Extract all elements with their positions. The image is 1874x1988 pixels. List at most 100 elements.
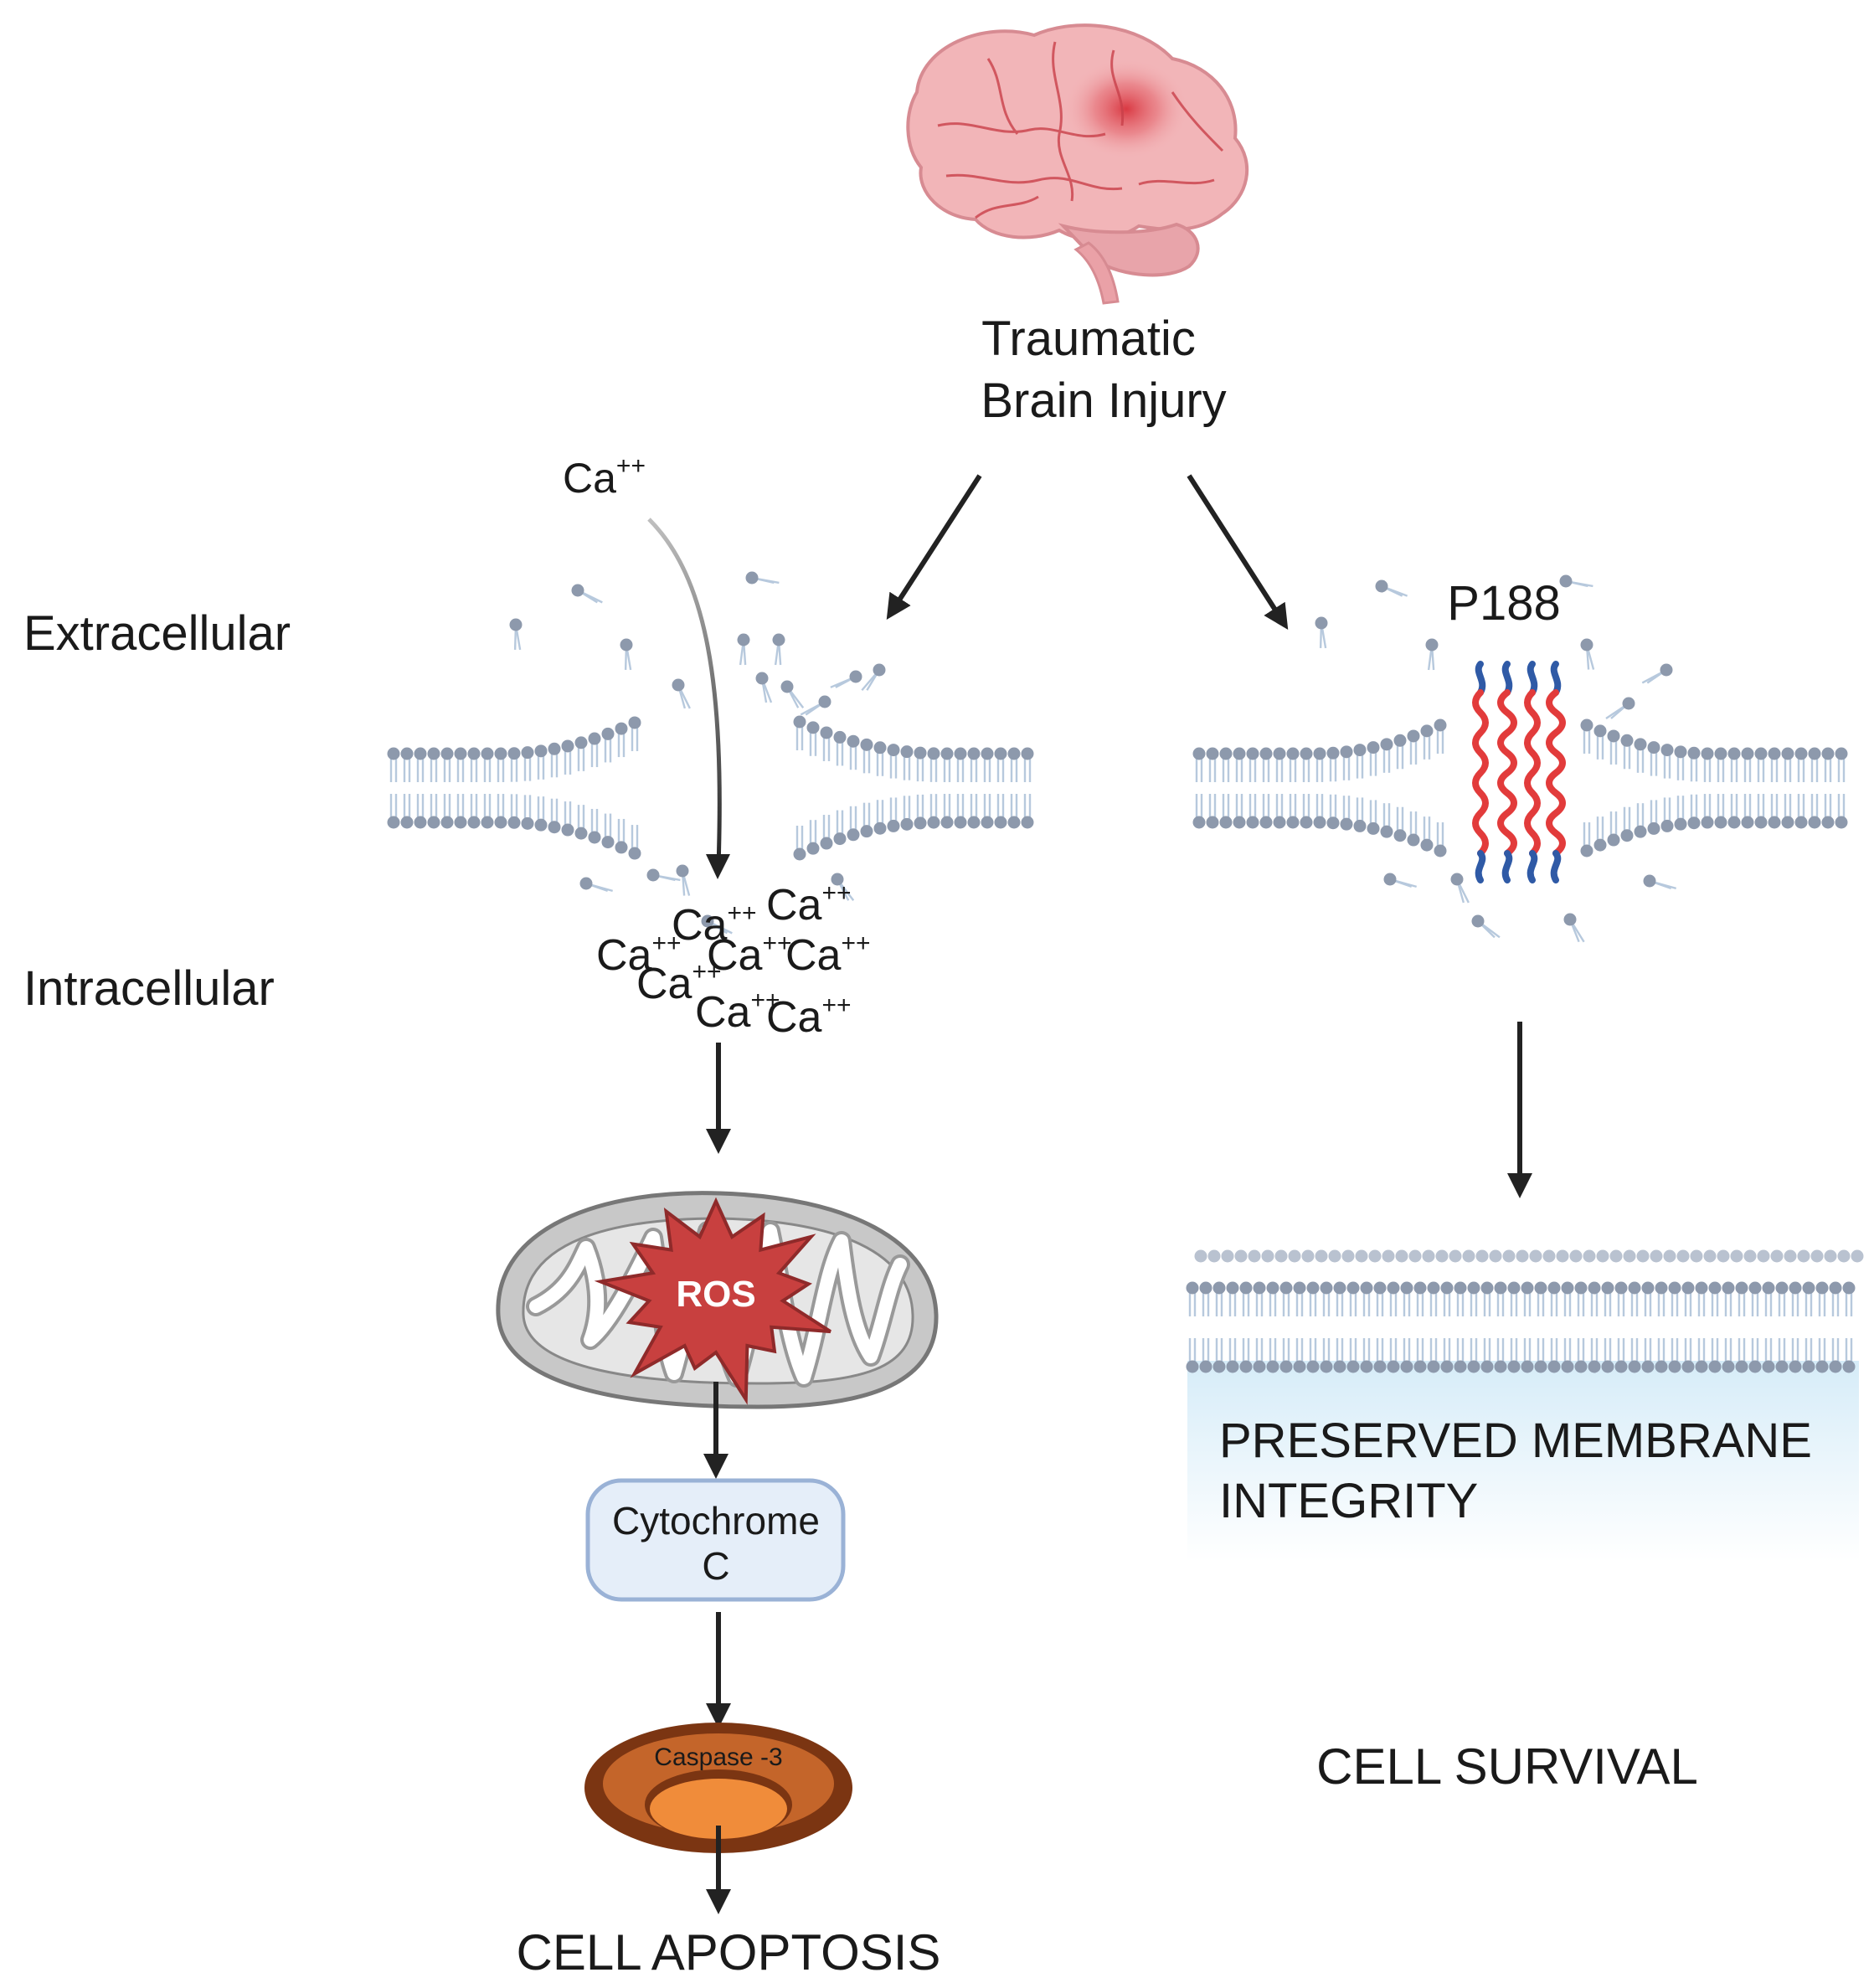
lipid-molecule <box>400 747 414 782</box>
lipid-molecule <box>1534 1338 1547 1373</box>
lipid-molecule <box>1660 797 1674 832</box>
lipid-molecule <box>1815 1338 1829 1373</box>
lipid-molecule <box>1300 747 1313 782</box>
arrow-to-p188-membrane <box>1187 474 1289 631</box>
lipid-molecule <box>954 747 967 782</box>
lipid-molecule <box>1434 822 1447 858</box>
lipid-molecule <box>847 806 860 842</box>
lipid-molecule <box>387 747 400 782</box>
lipid-molecule <box>1794 747 1808 782</box>
lipid-molecule <box>1593 724 1607 760</box>
lipid-fragment <box>1641 663 1673 684</box>
lipid-molecule <box>1380 803 1393 838</box>
lipid-molecule <box>793 715 806 750</box>
lipid-molecule <box>588 808 601 844</box>
lipid-fragment <box>1559 574 1593 588</box>
lipid-molecule <box>534 744 548 780</box>
lipid-molecule <box>1286 794 1300 829</box>
lipid-molecule <box>1789 1338 1802 1373</box>
lipid-molecule <box>1601 1338 1614 1373</box>
lipid-molecule <box>806 820 820 855</box>
lipid-molecule <box>887 797 900 832</box>
lipid-molecule <box>1407 729 1420 765</box>
p188-chain <box>1472 661 1489 883</box>
lipid-molecule <box>1620 734 1634 770</box>
lipid-molecule <box>873 741 887 776</box>
cytochrome-line-1: Cytochrome <box>612 1499 820 1543</box>
brain-icon <box>906 23 1249 305</box>
lipid-molecule <box>1754 794 1768 829</box>
p188-chain <box>1546 661 1566 883</box>
cell-survival-label: CELL SURVIVAL <box>1316 1738 1698 1795</box>
lipid-molecule <box>481 794 494 829</box>
lipid-molecule <box>1279 1338 1293 1373</box>
lipid-molecule <box>440 794 454 829</box>
lipid-molecule <box>967 794 981 829</box>
ca-ion: Ca++ <box>766 991 852 1042</box>
lipid-molecule <box>1306 1338 1320 1373</box>
damaged-membrane <box>387 571 1034 935</box>
lipid-molecule <box>1794 794 1808 829</box>
lipid-molecule <box>494 794 507 829</box>
lipid-molecule <box>1735 1338 1748 1373</box>
lipid-molecule <box>1614 1281 1628 1316</box>
lipid-molecule <box>900 745 914 780</box>
lipid-molecule <box>1293 1338 1306 1373</box>
lipid-molecule <box>1273 794 1286 829</box>
lipid-molecule <box>1212 1281 1226 1316</box>
lipid-molecule <box>1367 800 1380 835</box>
lipid-fragment <box>755 672 773 703</box>
lipid-molecule <box>1634 803 1647 838</box>
lipid-molecule <box>1440 1338 1454 1373</box>
lipid-molecule <box>1387 1338 1400 1373</box>
caspase-3-icon <box>584 1723 852 1853</box>
lipid-fragment <box>1375 579 1408 597</box>
lipid-molecule <box>521 795 534 830</box>
lipid-molecule <box>1206 747 1219 782</box>
lipid-fragment <box>772 633 785 666</box>
lipid-molecule <box>847 734 860 770</box>
lipid-molecule <box>1607 729 1620 765</box>
lipid-molecule <box>994 747 1007 782</box>
lipid-molecule <box>1480 1338 1494 1373</box>
lipid-molecule <box>1021 747 1034 782</box>
lipid-molecule <box>1454 1338 1467 1373</box>
lipid-molecule <box>628 716 641 751</box>
lipid-molecule <box>1802 1281 1815 1316</box>
extracellular-label: Extracellular <box>23 606 291 661</box>
lipid-molecule <box>1701 747 1714 782</box>
lipid-molecule <box>574 805 588 840</box>
lipid-molecule <box>1580 718 1593 754</box>
lipid-molecule <box>1789 1281 1802 1316</box>
lipid-molecule <box>1467 1338 1480 1373</box>
lipid-molecule <box>1808 794 1821 829</box>
lipid-molecule <box>1561 1281 1574 1316</box>
p188-chain <box>1524 661 1541 883</box>
lipid-molecule <box>806 721 820 756</box>
lipid-fragment <box>646 868 681 882</box>
cytochrome-c-box <box>585 1478 846 1602</box>
lipid-molecule <box>507 747 521 782</box>
lipid-molecule <box>601 813 615 849</box>
p188-sealed-membrane <box>1192 574 1848 943</box>
lipid-molecule <box>1695 1281 1708 1316</box>
title-line-2: Brain Injury <box>981 373 1226 428</box>
lipid-molecule <box>1655 1281 1668 1316</box>
lipid-molecule <box>1802 1338 1815 1373</box>
p188-label: P188 <box>1447 576 1560 631</box>
lipid-molecule <box>1681 1338 1695 1373</box>
lipid-molecule <box>1714 794 1727 829</box>
lipid-molecule <box>1340 796 1353 831</box>
lipid-fragment <box>861 663 886 692</box>
title-line-1: Traumatic <box>981 312 1196 366</box>
lipid-fragment <box>800 695 831 716</box>
lipid-molecule <box>1320 1338 1333 1373</box>
lipid-molecule <box>1494 1338 1507 1373</box>
lipid-molecule <box>1588 1281 1601 1316</box>
lipid-molecule <box>387 794 400 829</box>
lipid-molecule <box>1393 734 1407 770</box>
lipid-molecule <box>548 798 561 834</box>
lipid-molecule <box>967 747 981 782</box>
lipid-molecule <box>1420 816 1434 852</box>
